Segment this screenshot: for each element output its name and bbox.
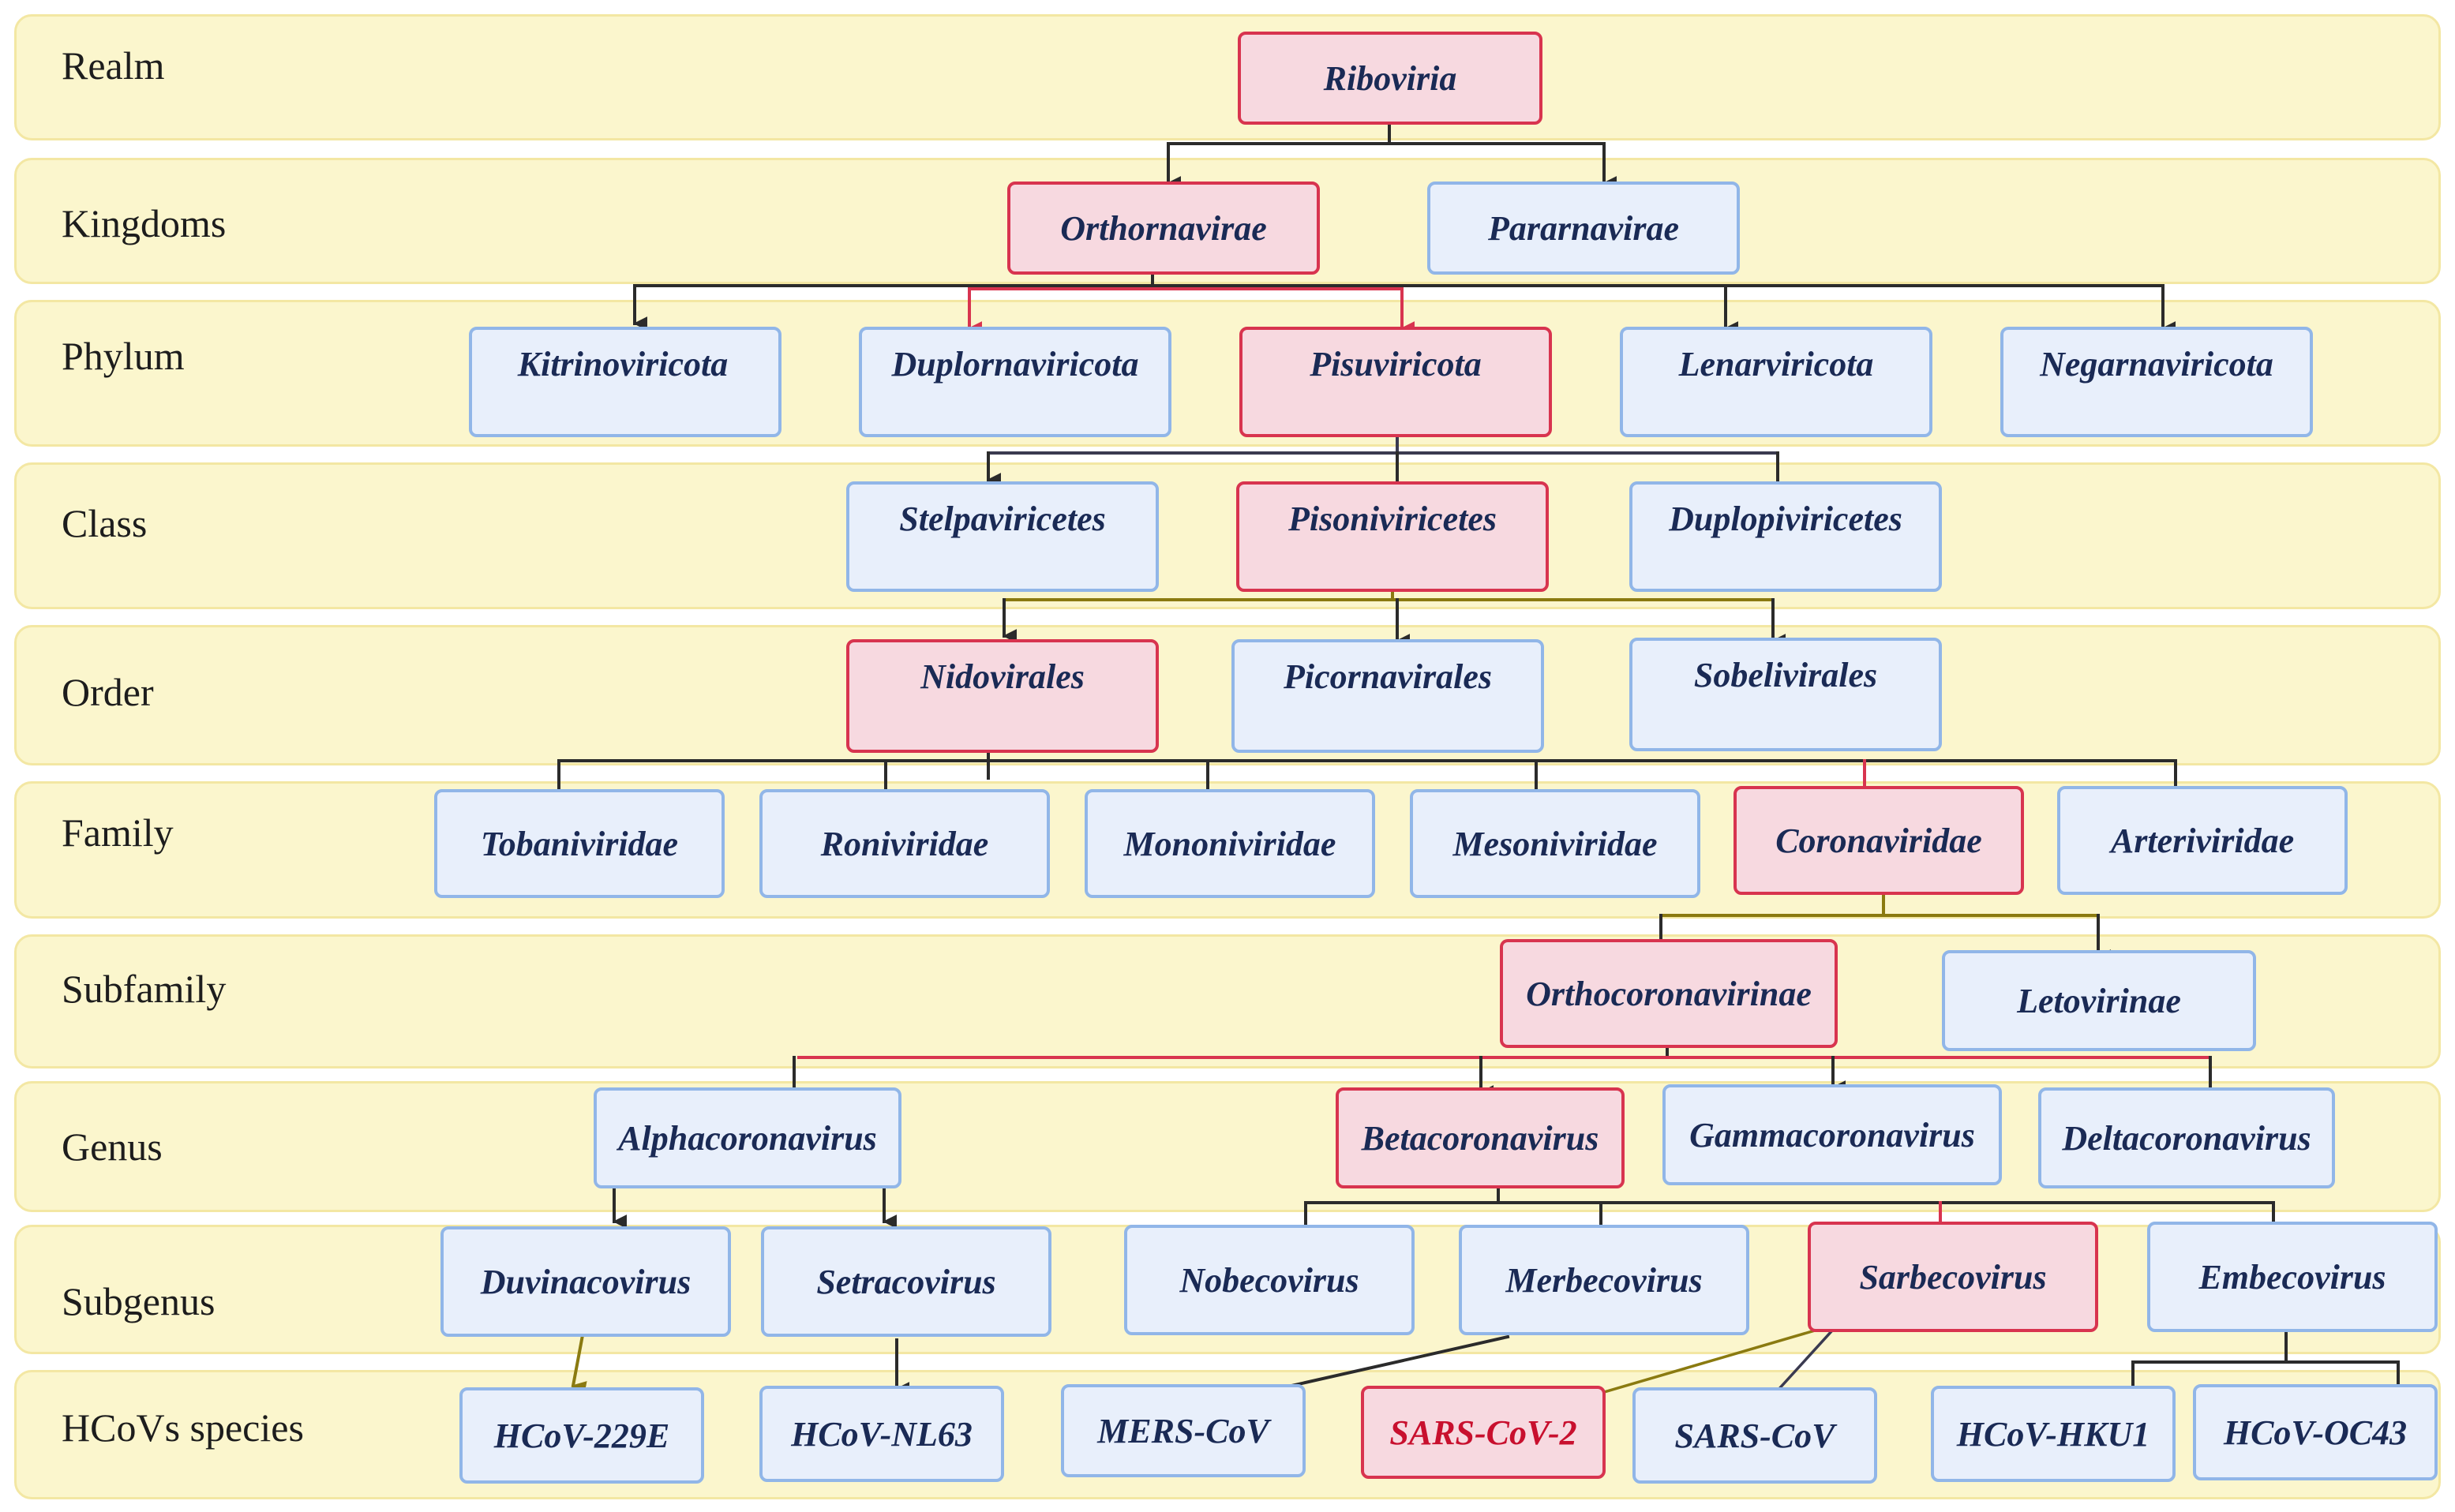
taxon-stelpaviricetes: Stelpaviricetes	[846, 481, 1159, 592]
taxon-roniviridae: Roniviridae	[759, 789, 1050, 898]
edge-riboviria-kingdoms	[1167, 122, 1606, 145]
taxon-letovirinae: Letovirinae	[1942, 950, 2256, 1051]
rank-label-subgenus: Subgenus	[62, 1279, 216, 1323]
species-mers-cov: MERS-CoV	[1061, 1384, 1306, 1477]
band-order	[14, 625, 2441, 765]
taxon-lenarviricota: Lenarviricota	[1620, 327, 1932, 437]
taxon-pisuviricota: Pisuviricota	[1239, 327, 1552, 437]
taxon-nobecovirus: Nobecovirus	[1124, 1225, 1415, 1335]
taxon-sobelivirales: Sobelivirales	[1629, 638, 1942, 751]
species-hcov-nl63: HCoV-NL63	[759, 1386, 1004, 1482]
taxon-negarnaviricota: Negarnaviricota	[2000, 327, 2313, 437]
taxon-pararnavirae: Pararnavirae	[1427, 182, 1740, 275]
taxon-kitrinoviricota: Kitrinoviricota	[469, 327, 781, 437]
rank-label-realm: Realm	[62, 43, 165, 88]
taxon-pisoniviricetes: Pisoniviricetes	[1236, 481, 1549, 592]
taxon-duplopiviricetes: Duplopiviricetes	[1629, 481, 1942, 592]
rank-label-family: Family	[62, 810, 174, 855]
edge-to-mers-cov	[1287, 1334, 1510, 1400]
band-realm	[14, 14, 2441, 140]
edge-embecovirus-species	[2131, 1330, 2400, 1364]
rank-label-genus: Genus	[62, 1125, 163, 1169]
taxon-nidovirales: Nidovirales	[846, 639, 1159, 753]
taxon-alphacoronavirus: Alphacoronavirus	[594, 1087, 901, 1188]
species-hcov-229e: HCoV-229E	[459, 1387, 704, 1484]
rank-label-species: HCoVs species	[62, 1405, 304, 1450]
taxon-deltacoronavirus: Deltacoronavirus	[2038, 1087, 2335, 1188]
taxon-mononiviridae: Mononiviridae	[1085, 789, 1375, 898]
taxon-merbecovirus: Merbecovirus	[1459, 1225, 1749, 1335]
rank-label-phylum: Phylum	[62, 334, 185, 378]
taxon-sarbecovirus: Sarbecovirus	[1808, 1222, 2098, 1332]
edge-orthornavirae-phyla	[633, 262, 2165, 287]
taxon-orthocoronavirinae: Orthocoronavirinae	[1500, 939, 1838, 1048]
taxon-riboviria: Riboviria	[1238, 32, 1542, 125]
taxon-duplornaviricota: Duplornaviricota	[859, 327, 1171, 437]
taxon-duvinacovirus: Duvinacovirus	[440, 1226, 731, 1337]
species-sars-cov: SARS-CoV	[1632, 1387, 1877, 1484]
taxon-embecovirus: Embecovirus	[2147, 1222, 2438, 1332]
rank-label-subfamily: Subfamily	[62, 967, 227, 1011]
taxon-coronaviridae: Coronaviridae	[1733, 786, 2024, 895]
taxon-picornavirales: Picornavirales	[1231, 639, 1544, 753]
rank-label-order: Order	[62, 670, 154, 714]
taxon-arteriviridae: Arteriviridae	[2057, 786, 2348, 895]
taxon-orthornavirae: Orthornavirae	[1007, 182, 1320, 275]
rank-label-class: Class	[62, 501, 148, 545]
taxon-tobaniviridae: Tobaniviridae	[434, 789, 725, 898]
species-sars-cov-2: SARS-CoV-2	[1361, 1386, 1606, 1479]
species-hcov-oc43: HCoV-OC43	[2193, 1384, 2438, 1480]
band-class	[14, 462, 2441, 609]
rank-label-kingdoms: Kingdoms	[62, 201, 227, 245]
edge-to-hcov-229e	[571, 1333, 587, 1395]
taxon-gammacoronavirus: Gammacoronavirus	[1662, 1084, 2002, 1185]
species-hcov-hku1: HCoV-HKU1	[1931, 1386, 2176, 1482]
taxon-mesoniviridae: Mesoniviridae	[1410, 789, 1700, 898]
taxon-setracovirus: Setracovirus	[761, 1226, 1051, 1337]
band-genus	[14, 1081, 2441, 1212]
taxon-betacoronavirus: Betacoronavirus	[1336, 1087, 1625, 1188]
